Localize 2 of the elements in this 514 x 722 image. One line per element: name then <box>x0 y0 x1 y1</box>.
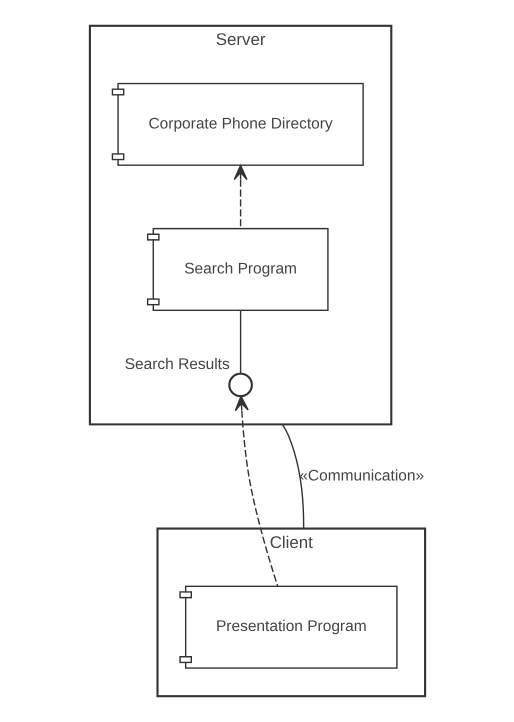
node-label: Search Results <box>124 356 230 374</box>
edge-label: «Communication» <box>298 467 424 484</box>
